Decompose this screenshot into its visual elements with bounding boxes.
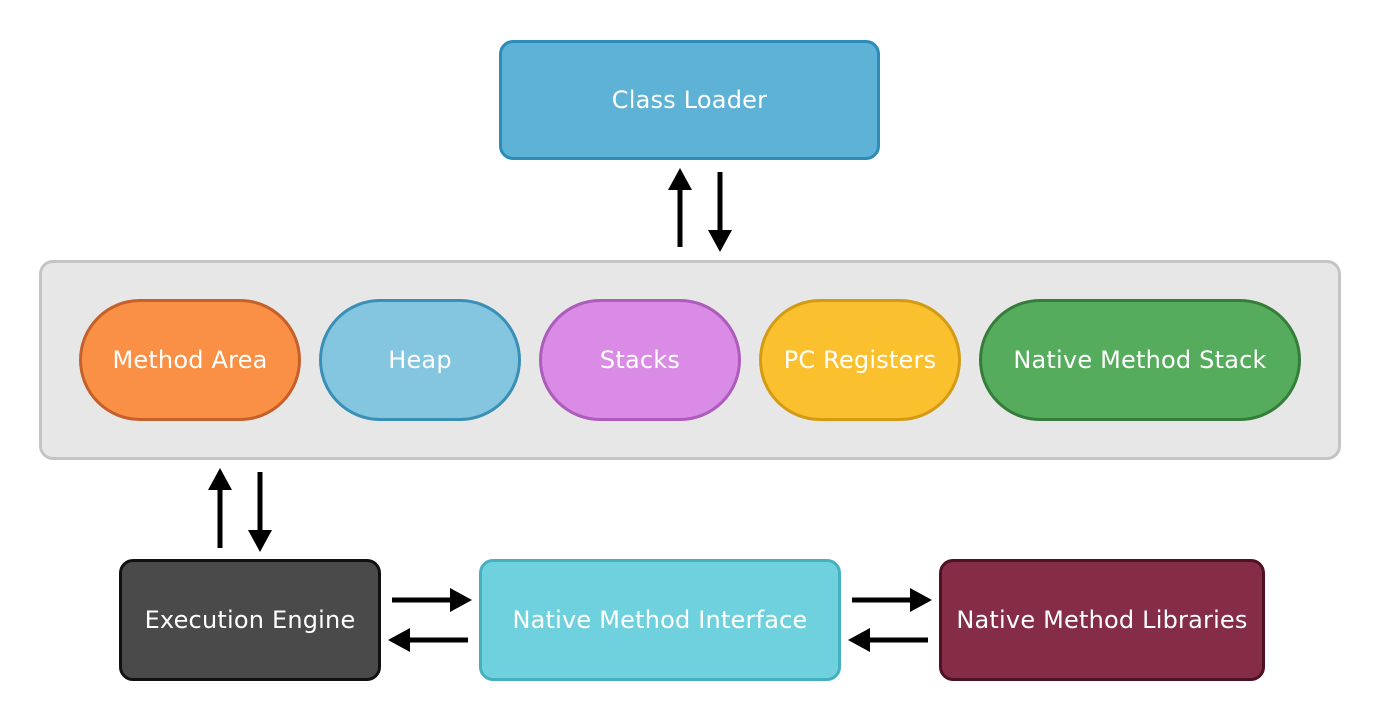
- execution-engine-label: Execution Engine: [144, 606, 356, 634]
- arrow-right-to-native-interface: [392, 588, 472, 612]
- arrow-down-from-class-loader: [708, 172, 732, 252]
- arrow-left-to-execution-engine: [388, 628, 468, 652]
- class-loader-label: Class Loader: [611, 86, 768, 114]
- stacks-label: Stacks: [599, 346, 681, 374]
- heap-pill: Heap: [319, 299, 521, 421]
- pc-registers-label: PC Registers: [783, 346, 937, 374]
- native-method-libraries-box: Native Method Libraries: [939, 559, 1265, 681]
- class-loader-box: Class Loader: [499, 40, 880, 160]
- arrow-left-to-native-interface: [848, 628, 928, 652]
- native-method-libraries-label: Native Method Libraries: [956, 606, 1248, 634]
- execution-engine-box: Execution Engine: [119, 559, 381, 681]
- arrow-up-to-class-loader: [668, 168, 692, 247]
- native-method-interface-label: Native Method Interface: [512, 606, 808, 634]
- heap-label: Heap: [388, 346, 452, 374]
- native-method-stack-label: Native Method Stack: [1013, 346, 1267, 374]
- arrow-right-to-native-libraries: [852, 588, 932, 612]
- stacks-pill: Stacks: [539, 299, 741, 421]
- arrow-up-to-runtime-area: [208, 468, 232, 548]
- native-method-interface-box: Native Method Interface: [479, 559, 841, 681]
- arrow-down-to-execution-engine: [248, 472, 272, 552]
- method-area-pill: Method Area: [79, 299, 301, 421]
- native-method-stack-pill: Native Method Stack: [979, 299, 1301, 421]
- method-area-label: Method Area: [112, 346, 268, 374]
- pc-registers-pill: PC Registers: [759, 299, 961, 421]
